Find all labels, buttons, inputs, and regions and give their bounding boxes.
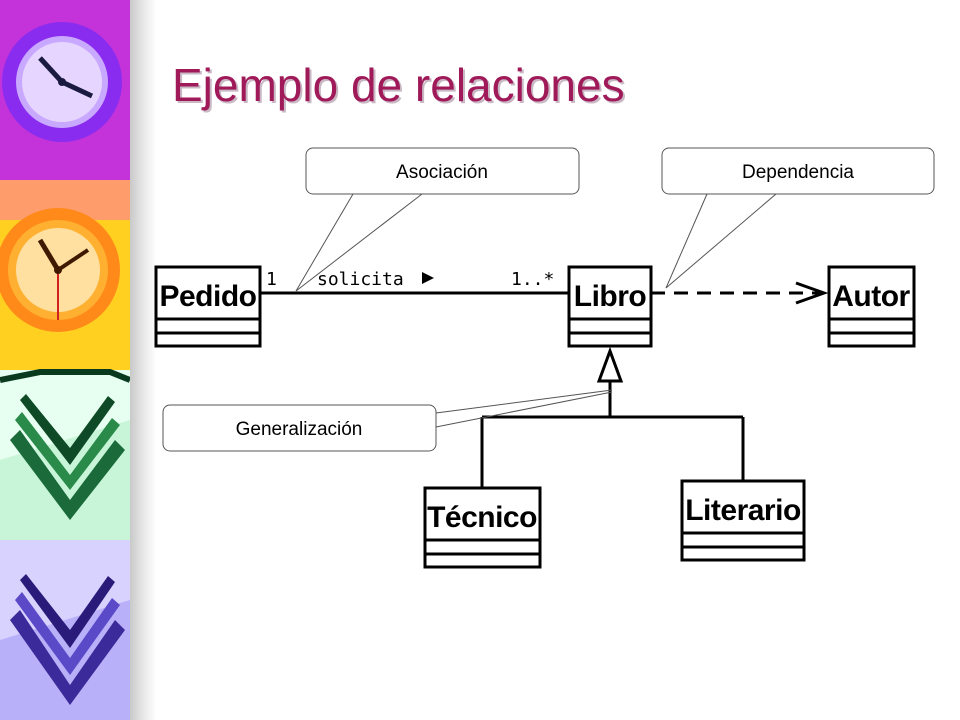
- class-libro-name: Libro: [574, 280, 647, 313]
- dependency-arrow: [651, 281, 829, 305]
- decorative-sidebar: [0, 0, 130, 720]
- callout-asociacion: Asociación: [295, 147, 580, 292]
- generalization-tree: [480, 346, 745, 488]
- callout-dependencia-text: Dependencia: [742, 162, 854, 183]
- callout-generalizacion-text: Generalización: [236, 419, 363, 440]
- class-autor: Autor: [827, 265, 916, 348]
- association-label: solicita: [317, 269, 404, 290]
- class-literario: Literario: [680, 479, 806, 562]
- green-books-image: [0, 369, 130, 540]
- association-direction-arrow: [422, 272, 434, 284]
- purple-clock-image: [0, 0, 130, 180]
- orange-clock-image: [0, 180, 130, 370]
- multiplicity-libro: 1..*: [511, 269, 554, 290]
- class-pedido: Pedido: [154, 265, 262, 348]
- class-libro: Libro: [567, 265, 653, 348]
- uml-diagram: Pedido Libro Autor Técnico Literario 1 s…: [154, 147, 935, 569]
- class-tecnico: Técnico: [423, 486, 542, 569]
- sidebar-shadow: [130, 0, 156, 720]
- violet-books-image: [0, 540, 130, 720]
- callout-generalizacion: Generalización: [162, 389, 613, 452]
- class-pedido-name: Pedido: [159, 280, 256, 313]
- callout-dependencia: Dependencia: [661, 147, 935, 289]
- slide-title: Ejemplo de relaciones: [172, 59, 625, 111]
- multiplicity-pedido: 1: [266, 269, 277, 290]
- callout-asociacion-text: Asociación: [396, 162, 488, 183]
- association-line: 1 solicita 1..*: [260, 269, 569, 295]
- class-tecnico-name: Técnico: [427, 501, 537, 534]
- class-autor-name: Autor: [832, 280, 910, 313]
- class-literario-name: Literario: [685, 494, 801, 527]
